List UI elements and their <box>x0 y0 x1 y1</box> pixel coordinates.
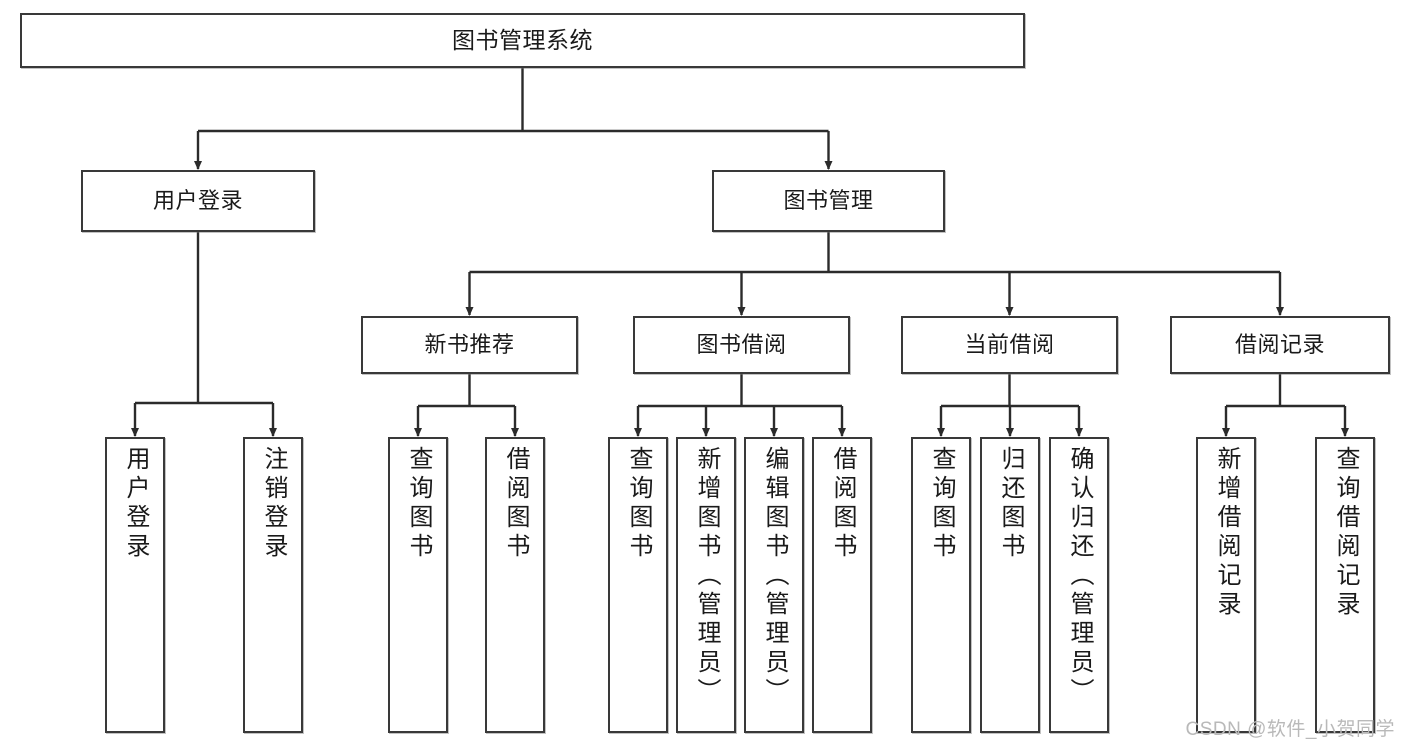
node-leaf-user-login[interactable]: 用户登录 <box>105 437 165 733</box>
node-borrow-record[interactable]: 借阅记录 <box>1170 316 1390 374</box>
node-new-book-rec[interactable]: 新书推荐 <box>361 316 578 374</box>
node-label: 新书推荐 <box>424 331 515 357</box>
node-label: 借阅记录 <box>1234 331 1325 357</box>
node-leaf-current-return-book[interactable]: 归还图书 <box>980 437 1040 733</box>
node-leaf-current-query-book[interactable]: 查询图书 <box>911 437 971 733</box>
node-leaf-borrow-borrow-book[interactable]: 借阅图书 <box>812 437 872 733</box>
node-leaf-rec-borrow-book[interactable]: 借阅图书 <box>485 437 545 733</box>
node-book-borrow[interactable]: 图书借阅 <box>633 316 850 374</box>
node-leaf-borrow-add-book[interactable]: 新增图书（管理员） <box>676 437 736 733</box>
node-label: 当前借阅 <box>964 331 1055 357</box>
node-label: 用户登录 <box>152 187 243 213</box>
watermark: CSDN @软件_小贺同学 <box>1185 719 1395 740</box>
node-label: 查询图书 <box>625 446 652 562</box>
node-label: 借阅图书 <box>829 446 856 562</box>
node-label: 归还图书 <box>997 446 1024 562</box>
node-leaf-record-query[interactable]: 查询借阅记录 <box>1315 437 1375 733</box>
node-label: 注销登录 <box>260 446 287 562</box>
node-label: 新增借阅记录 <box>1213 446 1240 620</box>
node-label: 确认归还（管理员） <box>1066 446 1093 707</box>
node-label: 查询借阅记录 <box>1332 446 1359 620</box>
node-label: 编辑图书（管理员） <box>761 446 788 707</box>
node-user-login[interactable]: 用户登录 <box>81 170 315 232</box>
node-current-borrow[interactable]: 当前借阅 <box>901 316 1118 374</box>
node-root[interactable]: 图书管理系统 <box>20 13 1025 68</box>
node-leaf-current-confirm-return[interactable]: 确认归还（管理员） <box>1049 437 1109 733</box>
node-leaf-rec-query-book[interactable]: 查询图书 <box>388 437 448 733</box>
node-label: 借阅图书 <box>502 446 529 562</box>
node-label: 用户登录 <box>122 446 149 562</box>
node-label: 查询图书 <box>928 446 955 562</box>
node-leaf-user-logout[interactable]: 注销登录 <box>243 437 303 733</box>
node-leaf-borrow-edit-book[interactable]: 编辑图书（管理员） <box>744 437 804 733</box>
node-label: 图书管理系统 <box>452 26 593 53</box>
node-leaf-borrow-query-book[interactable]: 查询图书 <box>608 437 668 733</box>
node-book-manage[interactable]: 图书管理 <box>712 170 945 232</box>
node-label: 图书管理 <box>783 187 874 213</box>
node-leaf-record-add[interactable]: 新增借阅记录 <box>1196 437 1256 733</box>
node-label: 图书借阅 <box>696 331 787 357</box>
node-label: 查询图书 <box>405 446 432 562</box>
node-label: 新增图书（管理员） <box>693 446 720 707</box>
